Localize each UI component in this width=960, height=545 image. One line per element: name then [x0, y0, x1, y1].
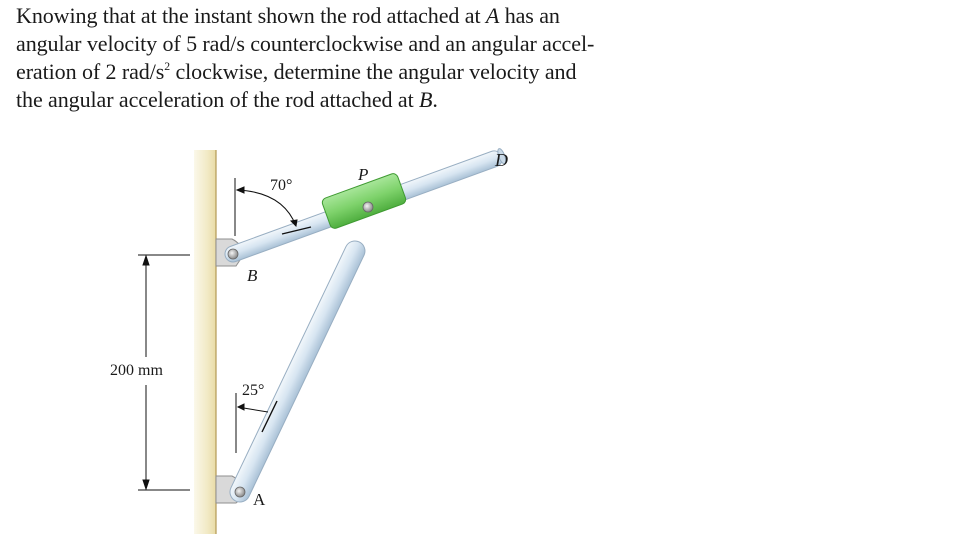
angle-70-annotation — [234, 178, 312, 236]
problem-line-2: angular velocity of 5 rad/s counterclock… — [16, 31, 595, 56]
label-b: B — [247, 266, 258, 285]
problem-statement: Knowing that at the instant shown the ro… — [16, 2, 692, 114]
pin-p — [362, 201, 374, 213]
wall — [194, 150, 217, 534]
problem-line-4: the angular acceleration of the rod atta… — [16, 87, 438, 112]
pin-b — [227, 248, 239, 260]
angle-25-annotation — [235, 393, 278, 453]
dimension-200mm — [138, 254, 190, 491]
problem-line-1: Knowing that at the instant shown the ro… — [16, 3, 560, 28]
rod-ap — [229, 240, 366, 503]
label-angle-70: 70° — [270, 177, 293, 194]
collar-p — [321, 173, 407, 229]
label-angle-25: 25° — [242, 382, 265, 399]
point-a-ref: A — [485, 3, 500, 28]
label-a: A — [253, 490, 266, 509]
pin-a — [234, 486, 246, 498]
label-dimension: 200 mm — [110, 362, 163, 379]
point-b-ref: B — [419, 87, 433, 112]
problem-line-3: eration of 2 rad/s2 clockwise, determine… — [16, 59, 577, 84]
label-d: D — [495, 150, 508, 170]
label-p: P — [358, 165, 369, 184]
